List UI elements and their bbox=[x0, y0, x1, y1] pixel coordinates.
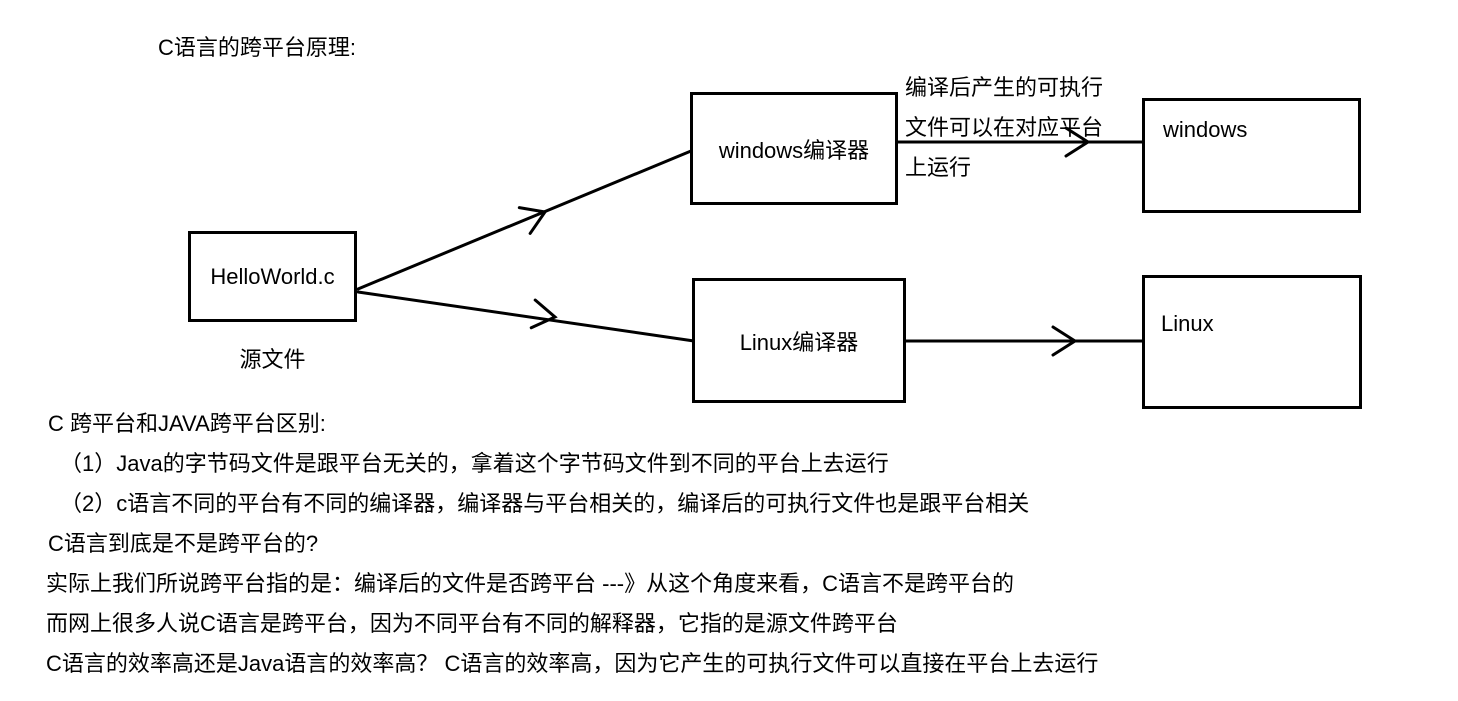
windows-compiler-box: windows编译器 bbox=[690, 92, 898, 205]
windows-compiler-label: windows编译器 bbox=[718, 137, 870, 163]
source-file-label: HelloWorld.c bbox=[210, 263, 335, 289]
arrow-source-to-linux-compiler bbox=[356, 290, 696, 343]
notes-section: C 跨平台和JAVA跨平台区别: （1）Java的字节码文件是跟平台无关的，拿着… bbox=[46, 404, 1146, 684]
arrow-linux-compiler-to-linux bbox=[904, 325, 1144, 357]
windows-platform-box: windows bbox=[1142, 98, 1361, 213]
arrow-annotation-line: 编译后产生的可执行 bbox=[905, 75, 1104, 100]
arrow-source-to-windows-compiler bbox=[356, 149, 693, 291]
notes-item: （1）Java的字节码文件是跟平台无关的，拿着这个字节码文件到不同的平台上去运行 bbox=[60, 451, 889, 476]
notes-item: C语言到底是不是跨平台的? bbox=[48, 531, 319, 556]
page-title: C语言的跨平台原理: bbox=[158, 35, 357, 60]
source-file-caption: 源文件 bbox=[239, 347, 306, 372]
arrow-annotation: 编译后产生的可执行 文件可以在对应平台 上运行 bbox=[905, 68, 1145, 188]
source-file-box: HelloWorld.c bbox=[188, 231, 357, 322]
linux-compiler-label: Linux编译器 bbox=[739, 329, 859, 355]
notes-item: 而网上很多人说C语言是跨平台，因为不同平台有不同的解释器，它指的是源文件跨平台 bbox=[46, 611, 898, 636]
notes-item: C语言的效率高还是Java语言的效率高？ C语言的效率高，因为它产生的可执行文件… bbox=[46, 651, 1099, 676]
arrowhead-icon bbox=[517, 206, 548, 235]
arrow-annotation-line: 上运行 bbox=[905, 155, 972, 180]
arrowhead-icon bbox=[1051, 325, 1078, 357]
windows-platform-label: windows bbox=[1163, 117, 1248, 142]
linux-platform-label: Linux bbox=[1161, 311, 1214, 336]
linux-compiler-box: Linux编译器 bbox=[692, 278, 906, 403]
arrowhead-icon bbox=[529, 298, 558, 330]
notes-heading: C 跨平台和JAVA跨平台区别: bbox=[48, 411, 326, 436]
notes-item: （2）c语言不同的平台有不同的编译器，编译器与平台相关的，编译后的可执行文件也是… bbox=[60, 491, 1030, 516]
linux-platform-box: Linux bbox=[1142, 275, 1362, 409]
notes-item: 实际上我们所说跨平台指的是：编译后的文件是否跨平台 ---》从这个角度来看，C语… bbox=[46, 571, 1014, 596]
arrow-annotation-line: 文件可以在对应平台 bbox=[905, 115, 1104, 140]
